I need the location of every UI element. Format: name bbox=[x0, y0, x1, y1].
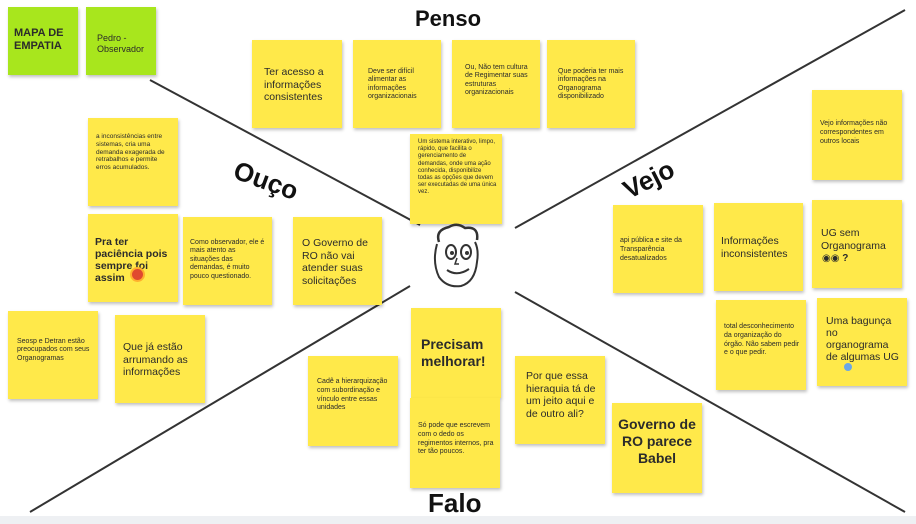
hear-note-3-text: Como observador, ele é mais atento as si… bbox=[190, 239, 265, 280]
map-title-note[interactable]: MAPA DE EMPATIA bbox=[8, 7, 78, 75]
hear-note-4[interactable]: O Governo de RO não vai atender suas sol… bbox=[293, 217, 382, 305]
think-note-5-text: Um sistema interativo, limpo, rápido, qu… bbox=[418, 139, 497, 196]
think-note-1-text: Ter acesso a informações consistentes bbox=[264, 66, 324, 104]
say-note-3-text: Só pode que escrevem com o dedo os regim… bbox=[418, 422, 494, 456]
see-note-1[interactable]: Vejo informações não correspondentes em … bbox=[812, 90, 902, 180]
see-note-1-text: Vejo informações não correspondentes em … bbox=[820, 120, 888, 145]
hear-note-4-text: O Governo de RO não vai atender suas sol… bbox=[302, 237, 368, 287]
say-note-5[interactable]: Governo de RO parece Babel bbox=[612, 403, 702, 493]
label-think: Penso bbox=[415, 6, 482, 31]
see-note-3[interactable]: Informações inconsistentes bbox=[714, 203, 803, 291]
person-emoji-icon bbox=[844, 363, 852, 371]
think-note-3-text: Ou, Não tem cultura de Regimentar suas e… bbox=[465, 64, 528, 97]
hear-note-1[interactable]: a inconsistências entre sistemas, cria u… bbox=[88, 118, 178, 206]
say-note-4[interactable]: Por que essa hieraquia tá de um jeito aq… bbox=[515, 356, 605, 444]
see-note-5-text: total desconhecimento da organização do … bbox=[724, 323, 800, 357]
see-note-6-text: Uma bagunça no organograma de algumas UG bbox=[826, 315, 899, 364]
hear-note-6[interactable]: Que já estão arrumando as informações bbox=[115, 315, 205, 403]
diagonal-top-left bbox=[149, 79, 421, 226]
persona-note[interactable]: Pedro - Observador bbox=[86, 7, 156, 75]
say-note-2-text: Cadê a hierarquização com subordinação e… bbox=[317, 378, 388, 412]
say-note-1-text: Precisam melhorar! bbox=[421, 336, 486, 369]
think-note-2-text: Deve ser difícil alimentar as informaçõe… bbox=[368, 68, 417, 101]
think-note-1[interactable]: Ter acesso a informações consistentes bbox=[252, 40, 342, 128]
hear-note-6-text: Que já estão arrumando as informações bbox=[123, 341, 188, 379]
think-note-5[interactable]: Um sistema interativo, limpo, rápido, qu… bbox=[410, 134, 502, 224]
see-note-2[interactable]: api pública e site da Transparência desa… bbox=[613, 205, 703, 293]
think-note-4-text: Que poderia ter mais informações na Orga… bbox=[558, 68, 624, 101]
see-note-4-text: UG sem Organograma bbox=[821, 227, 886, 252]
say-note-5-text: Governo de RO parece Babel bbox=[618, 416, 696, 466]
hear-note-1-text: a inconsistências entre sistemas, cria u… bbox=[96, 133, 165, 172]
eyes-emoji-icon: ◉◉ ? bbox=[822, 253, 849, 264]
see-note-5[interactable]: total desconhecimento da organização do … bbox=[716, 300, 806, 390]
think-note-3[interactable]: Ou, Não tem cultura de Regimentar suas e… bbox=[452, 40, 540, 128]
think-note-2[interactable]: Deve ser difícil alimentar as informaçõe… bbox=[353, 40, 441, 128]
hear-note-3[interactable]: Como observador, ele é mais atento as si… bbox=[183, 217, 272, 305]
diagonal-bottom-right bbox=[514, 291, 906, 513]
map-title: MAPA DE EMPATIA bbox=[14, 27, 64, 53]
hear-note-5[interactable]: Seosp e Detran estão preocupados com seu… bbox=[8, 311, 98, 399]
persona-name: Pedro - Observador bbox=[97, 33, 145, 55]
think-note-4[interactable]: Que poderia ter mais informações na Orga… bbox=[547, 40, 635, 128]
hear-note-2[interactable]: Pra ter paciência pois sempre foi assim bbox=[88, 214, 178, 302]
face-sketch-icon bbox=[433, 223, 479, 288]
diagonal-top-right bbox=[514, 9, 906, 229]
label-say: Falo bbox=[428, 488, 482, 516]
see-note-2-text: api pública e site da Transparência desa… bbox=[620, 237, 682, 262]
say-note-2[interactable]: Cadê a hierarquização com subordinação e… bbox=[308, 356, 398, 446]
say-note-3[interactable]: Só pode que escrevem com o dedo os regim… bbox=[410, 398, 500, 488]
bottom-scroll-strip bbox=[0, 516, 916, 524]
see-note-4[interactable]: UG sem Organograma ◉◉ ? bbox=[812, 200, 902, 288]
diagonal-bottom-left bbox=[29, 285, 411, 513]
hear-note-5-text: Seosp e Detran estão preocupados com seu… bbox=[17, 338, 90, 362]
see-note-3-text: Informações inconsistentes bbox=[721, 235, 788, 260]
say-note-4-text: Por que essa hieraquia tá de um jeito aq… bbox=[526, 370, 596, 420]
see-note-6[interactable]: Uma bagunça no organograma de algumas UG bbox=[817, 298, 907, 386]
say-note-1[interactable]: Precisam melhorar! bbox=[411, 308, 501, 398]
sun-emoji-icon bbox=[132, 269, 143, 280]
